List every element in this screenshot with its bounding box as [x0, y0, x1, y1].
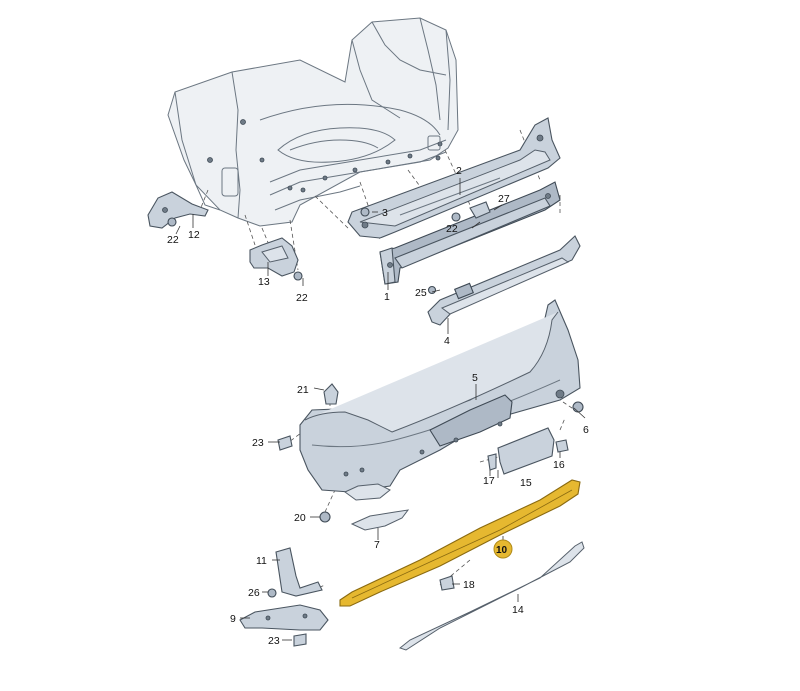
part-14-lower-moulding: [398, 541, 585, 651]
callout-1: 1: [384, 291, 390, 303]
callout-9: 9: [230, 613, 236, 625]
callout-labels: 2 3 27 22 1 25 4 22 12 13 22 5 21 23 20 …: [167, 165, 589, 647]
callout-3: 3: [382, 207, 388, 219]
callout-6: 6: [583, 424, 589, 436]
part-15-plate-bracket: [497, 427, 555, 475]
callout-22-mid: 22: [296, 292, 308, 304]
callout-26: 26: [248, 587, 260, 599]
part-11-side-guide: [275, 547, 323, 597]
callout-27: 27: [498, 193, 510, 205]
callout-17: 17: [483, 475, 495, 487]
callout-15: 15: [520, 477, 532, 489]
part-10-bumper-spoiler-highlighted[interactable]: [339, 479, 581, 607]
callout-13: 13: [258, 276, 270, 288]
callout-4: 4: [444, 335, 450, 347]
callout-22-left: 22: [167, 234, 179, 246]
part-9-mounting-bracket: [239, 604, 329, 631]
part-7-reflector-trim: [350, 509, 410, 531]
callout-2: 2: [456, 165, 462, 177]
callout-18: 18: [463, 579, 475, 591]
callout-23-lower: 23: [268, 635, 280, 647]
callout-22-right: 22: [446, 223, 458, 235]
fasteners-upper: [167, 201, 491, 295]
leader-lines: [175, 178, 586, 641]
callout-16: 16: [553, 459, 565, 471]
part-4-energy-absorber: [427, 235, 581, 326]
callout-14: 14: [512, 604, 524, 616]
callout-5: 5: [472, 372, 478, 384]
callout-25: 25: [415, 287, 427, 299]
callout-11: 11: [256, 555, 267, 567]
part-12-side-bracket-left: [147, 191, 209, 229]
part-5-bumper-cover: [299, 299, 581, 501]
part-13-guide-bracket: [249, 237, 299, 277]
part-2-bumper-carrier-upper: [347, 117, 561, 239]
callout-12: 12: [188, 229, 200, 241]
callout-10: 10: [496, 545, 508, 556]
part-1-bumper-crossmember: [379, 181, 561, 285]
callout-10-highlight[interactable]: 10: [493, 539, 513, 559]
callout-23-upper: 23: [252, 437, 264, 449]
car-body-rear-section: [167, 17, 459, 227]
callout-7: 7: [374, 539, 380, 551]
callout-20: 20: [294, 512, 306, 524]
callout-21: 21: [297, 384, 309, 396]
